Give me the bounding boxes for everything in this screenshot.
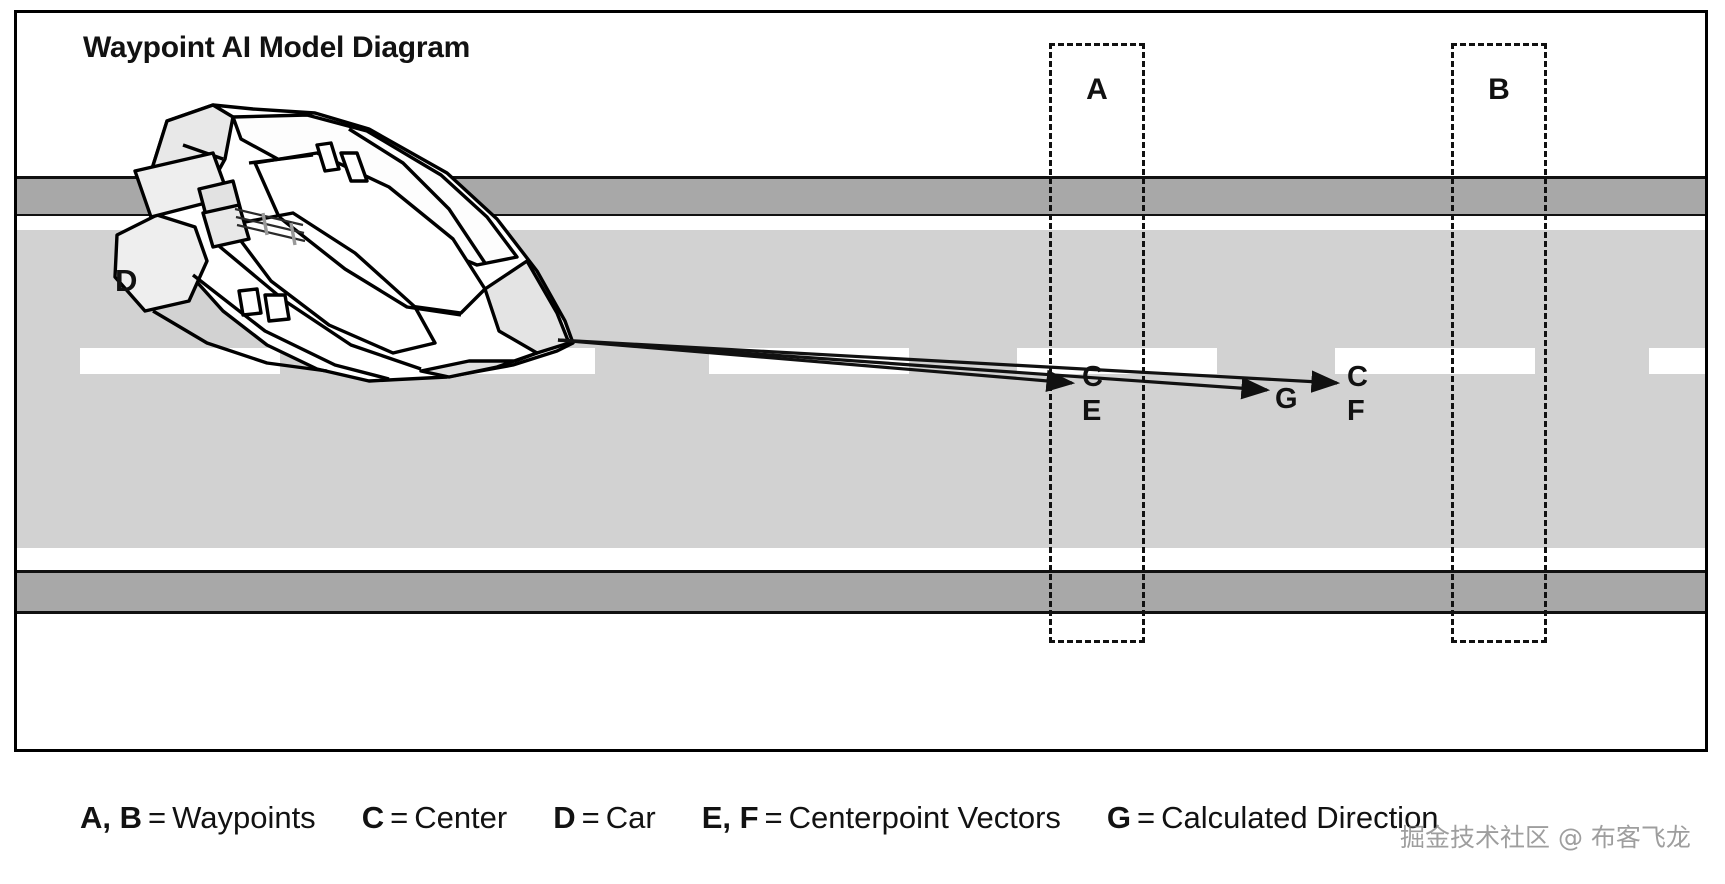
legend-item-g: G=Calculated Direction	[1107, 800, 1439, 836]
lane-dash	[1649, 348, 1705, 374]
lane-dash	[80, 348, 280, 374]
legend-value: Center	[414, 800, 508, 835]
lane-dash	[1335, 348, 1535, 374]
point-label-center-a: C	[1082, 361, 1103, 393]
legend-value: Waypoints	[172, 800, 316, 835]
road-shoulder-bottom	[17, 570, 1705, 614]
legend-item-d: D=Car	[553, 800, 655, 836]
legend-equals: =	[764, 800, 783, 835]
page-title: Waypoint AI Model Diagram	[83, 31, 470, 64]
car-illustration	[113, 103, 575, 383]
legend-equals: =	[581, 800, 600, 835]
point-label-vector-f: F	[1347, 395, 1365, 427]
legend-equals: =	[148, 800, 167, 835]
legend-key: G	[1106, 800, 1132, 835]
legend-key: D	[553, 800, 576, 835]
point-label-vector-e: E	[1082, 395, 1102, 427]
vector-arrows	[557, 338, 1341, 400]
legend-item-ef: E, F=Centerpoint Vectors	[702, 800, 1061, 836]
legend-value: Calculated Direction	[1161, 800, 1439, 835]
legend-item-c: C=Center	[362, 800, 508, 836]
legend-key: A, B	[80, 800, 142, 835]
waypoint-label-a: A	[1086, 73, 1108, 106]
legend-equals: =	[1137, 800, 1156, 835]
legend-value: Car	[605, 800, 656, 835]
point-label-center-b: C	[1347, 361, 1368, 393]
road-edge-line-bottom	[17, 548, 1705, 570]
vector-to-b	[557, 338, 1341, 393]
vector-calculated	[557, 338, 1271, 400]
legend-item-ab: A, B=Waypoints	[80, 800, 316, 836]
waypoint-box-a[interactable]	[1049, 43, 1145, 643]
legend-equals: =	[390, 800, 409, 835]
waypoint-label-b: B	[1488, 73, 1510, 106]
waypoint-box-b[interactable]	[1451, 43, 1547, 643]
point-label-direction-g: G	[1275, 383, 1298, 415]
legend-key: E, F	[701, 800, 759, 835]
legend-value: Centerpoint Vectors	[788, 800, 1061, 835]
legend-key: C	[361, 800, 385, 835]
car-label-d: D	[115, 263, 138, 298]
